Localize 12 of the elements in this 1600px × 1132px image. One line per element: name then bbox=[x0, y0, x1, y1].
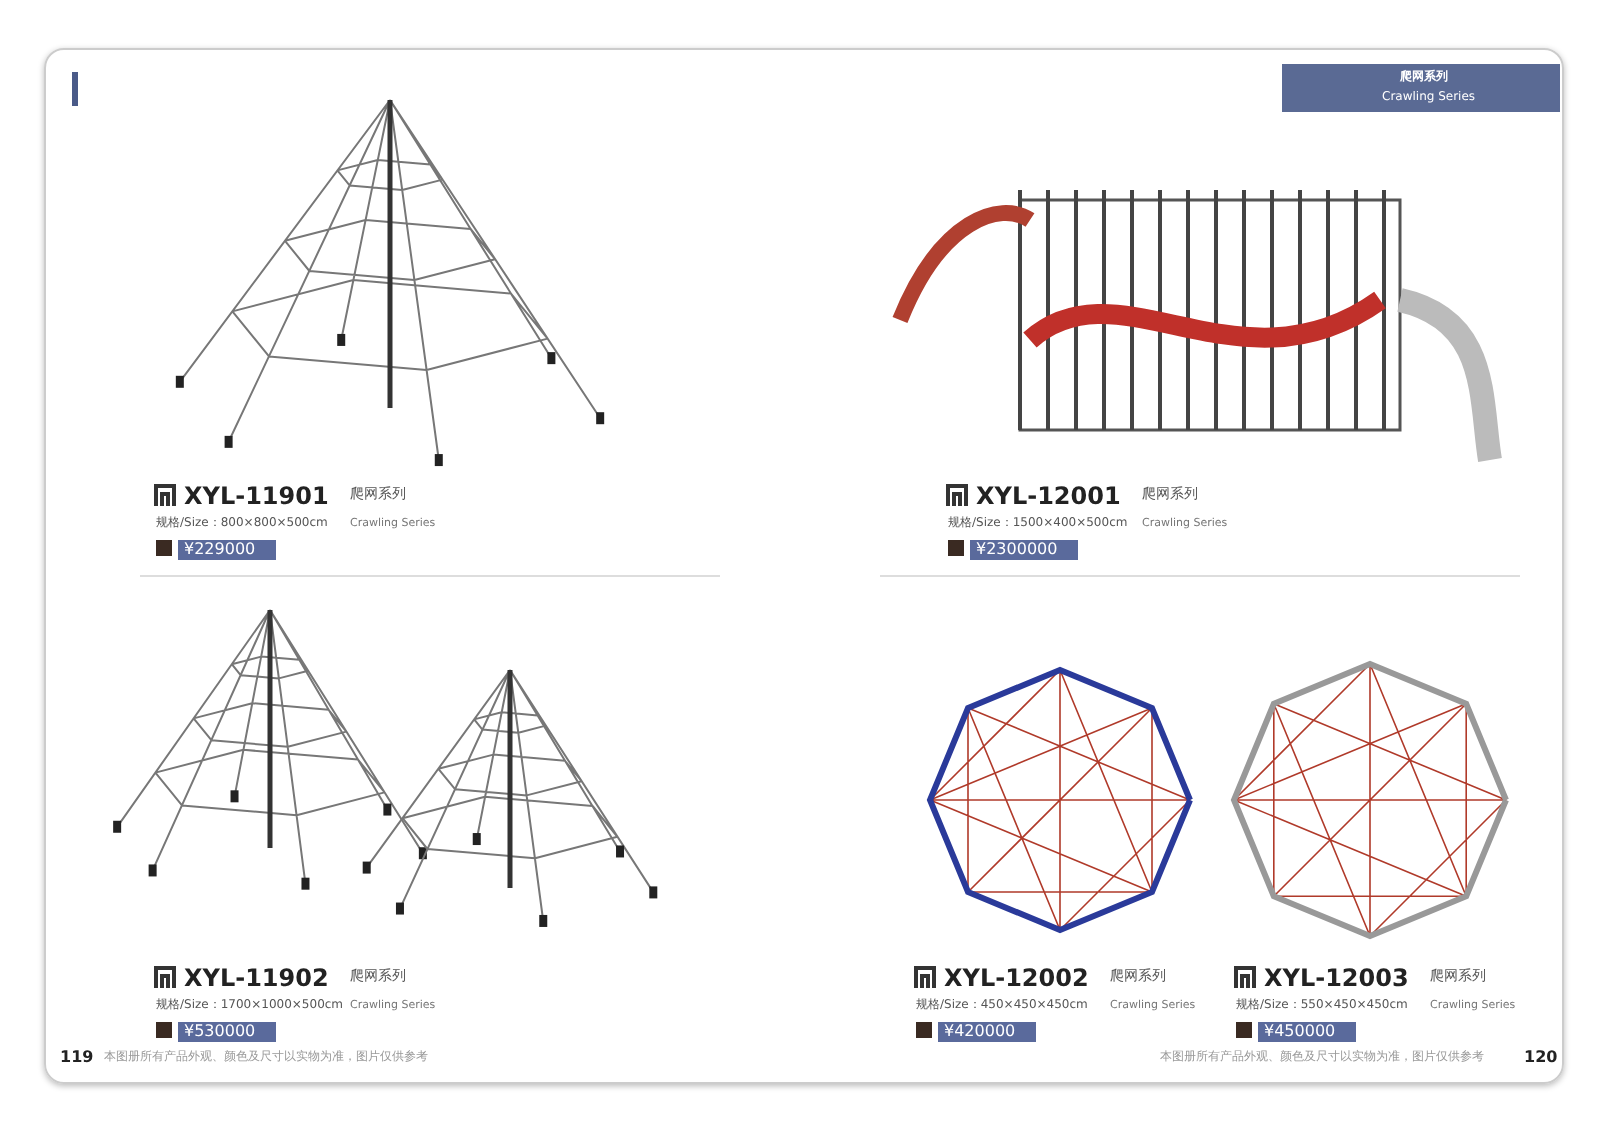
price-tag: ¥420000 bbox=[938, 1022, 1036, 1042]
product-code: XYL-12002 bbox=[944, 966, 1089, 990]
product-code: XYL-11902 bbox=[184, 966, 329, 990]
product-code: XYL-11901 bbox=[184, 484, 329, 508]
price-tag: ¥530000 bbox=[178, 1022, 276, 1042]
product-code: XYL-12003 bbox=[1264, 966, 1409, 990]
product-code: XYL-12001 bbox=[976, 484, 1121, 508]
page-number: 119 bbox=[60, 1050, 94, 1066]
price-tag: ¥229000 bbox=[178, 540, 276, 560]
price-tag: ¥450000 bbox=[1258, 1022, 1356, 1042]
page-number: 120 bbox=[1524, 1050, 1558, 1066]
price-tag: ¥2300000 bbox=[970, 540, 1078, 560]
